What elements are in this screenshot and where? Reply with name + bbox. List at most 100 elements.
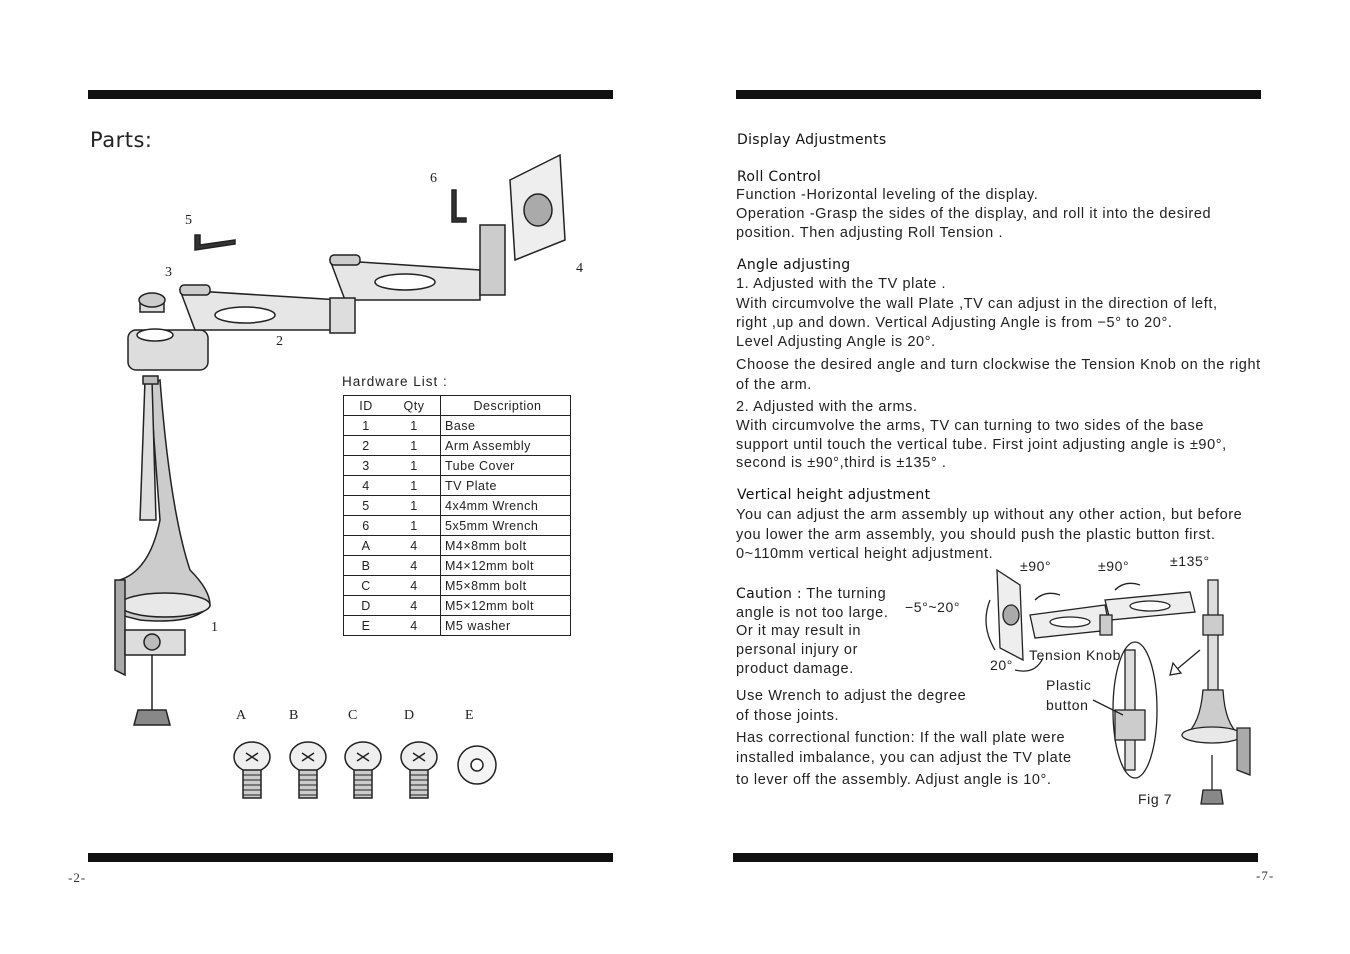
cell-id: 4 [343, 475, 388, 496]
angle-line-5: Choose the desired angle and turn clockw… [736, 357, 1261, 373]
bolt-label-e: E [465, 708, 474, 723]
angle-line-2: With circumvolve the wall Plate ,TV can … [736, 296, 1218, 312]
fig-tension-knob: Tension Knob [1029, 647, 1122, 663]
angle-line-6: of the arm. [736, 377, 812, 393]
bolt-c-icon [344, 741, 382, 799]
caution-line-2: angle is not too large. [736, 605, 889, 621]
fig7-illustration [985, 568, 1251, 805]
bottom-rule-right [733, 853, 1258, 862]
angle-line-3: right ,up and down. Vertical Adjusting A… [736, 315, 1173, 331]
parts-illustration [114, 153, 566, 726]
roll-function: Function -Horizontal leveling of the dis… [736, 187, 1039, 203]
cell-id: A [343, 535, 388, 556]
callout-4: 4 [576, 261, 583, 276]
angle-line-7: 2. Adjusted with the arms. [736, 399, 918, 415]
cell-id: D [343, 595, 388, 616]
bolt-label-c: C [348, 708, 358, 723]
fig-caption: Fig 7 [1138, 791, 1173, 807]
cell-qty: 4 [388, 615, 441, 636]
cell-description: 4x4mm Wrench [440, 495, 571, 516]
roll-operation-2: position. Then adjusting Roll Tension . [736, 225, 1004, 241]
parts-title: Parts: [90, 128, 153, 152]
bolt-a-icon [233, 741, 271, 799]
col-id: ID [343, 395, 388, 416]
cell-qty: 4 [388, 555, 441, 576]
cell-description: Tube Cover [440, 455, 571, 476]
caution-line-3: Or it may result in [736, 623, 862, 639]
cell-description: M5×12mm bolt [440, 595, 571, 616]
fig-angle-vertical: −5°~20° [905, 599, 961, 615]
fig-plastic-1: Plastic [1046, 677, 1092, 693]
cell-description: Base [440, 415, 571, 436]
table-header-row: ID Qty Description [343, 395, 571, 416]
cell-description: TV Plate [440, 475, 571, 496]
correction-line-1: Has correctional function: If the wall p… [736, 730, 1066, 746]
callout-2: 2 [276, 334, 283, 349]
cell-id: 1 [343, 415, 388, 436]
vertical-height-title: Vertical height adjustment [737, 487, 931, 503]
cell-id: B [343, 555, 388, 576]
bolt-b-icon [289, 741, 327, 799]
cell-qty: 1 [388, 435, 441, 456]
bolt-label-a: A [236, 708, 247, 723]
roll-operation-1: Operation -Grasp the sides of the displa… [736, 206, 1212, 222]
fig-angle-135: ±135° [1170, 553, 1210, 569]
cell-qty: 4 [388, 535, 441, 556]
callout-6: 6 [430, 171, 437, 186]
page-number-right: -7- [1256, 868, 1275, 883]
wrench-line-1: Use Wrench to adjust the degree [736, 688, 967, 704]
angle-line-9: support until touch the vertical tube. F… [736, 437, 1227, 453]
cell-description: M4×8mm bolt [440, 535, 571, 556]
angle-line-10: second is ±90°,third is ±135° . [736, 455, 947, 471]
cell-id: 5 [343, 495, 388, 516]
display-adjustments-heading: Display Adjustments [737, 132, 887, 148]
angle-line-4: Level Adjusting Angle is 20°. [736, 334, 936, 350]
caution-label: Caution : [736, 586, 802, 602]
cell-qty: 1 [388, 455, 441, 476]
cell-id: 3 [343, 455, 388, 476]
bolt-d-icon [400, 741, 438, 799]
cell-description: Arm Assembly [440, 435, 571, 456]
col-description: Description [440, 395, 571, 416]
cell-id: 2 [343, 435, 388, 456]
bolts-illustration [233, 741, 497, 799]
callout-1: 1 [211, 620, 218, 635]
page-number-left: -2- [68, 870, 87, 885]
angle-line-8: With circumvolve the arms, TV can turnin… [736, 418, 1205, 434]
top-rule-right [736, 90, 1261, 99]
caution-line-5: product damage. [736, 661, 854, 677]
bolt-label-d: D [404, 708, 415, 723]
cell-id: 6 [343, 515, 388, 536]
cell-description: M5 washer [440, 615, 571, 636]
caution-text-1: The turning [801, 586, 887, 602]
washer-e-icon [457, 745, 497, 785]
vertical-line-3: 0~110mm vertical height adjustment. [736, 546, 994, 562]
correction-line-2: installed imbalance, you can adjust the … [736, 750, 1072, 766]
cell-qty: 1 [388, 475, 441, 496]
fig-plastic-2: button [1046, 697, 1089, 713]
angle-line-1: 1. Adjusted with the TV plate . [736, 276, 947, 292]
cell-id: E [343, 615, 388, 636]
angle-adjusting-title: Angle adjusting [737, 257, 851, 273]
wrench-line-2: of those joints. [736, 708, 840, 724]
cell-qty: 4 [388, 595, 441, 616]
hardware-list-label: Hardware List : [342, 374, 448, 389]
cell-qty: 1 [388, 415, 441, 436]
correction-line-3: to lever off the assembly. Adjust angle … [736, 772, 1052, 788]
cell-description: M5×8mm bolt [440, 575, 571, 596]
cell-description: 5x5mm Wrench [440, 515, 571, 536]
roll-control-title: Roll Control [737, 169, 822, 185]
cell-description: M4×12mm bolt [440, 555, 571, 576]
vertical-line-1: You can adjust the arm assembly up witho… [736, 507, 1243, 523]
caution-line-4: personal injury or [736, 642, 859, 658]
cell-qty: 4 [388, 575, 441, 596]
top-rule-left [88, 90, 613, 99]
